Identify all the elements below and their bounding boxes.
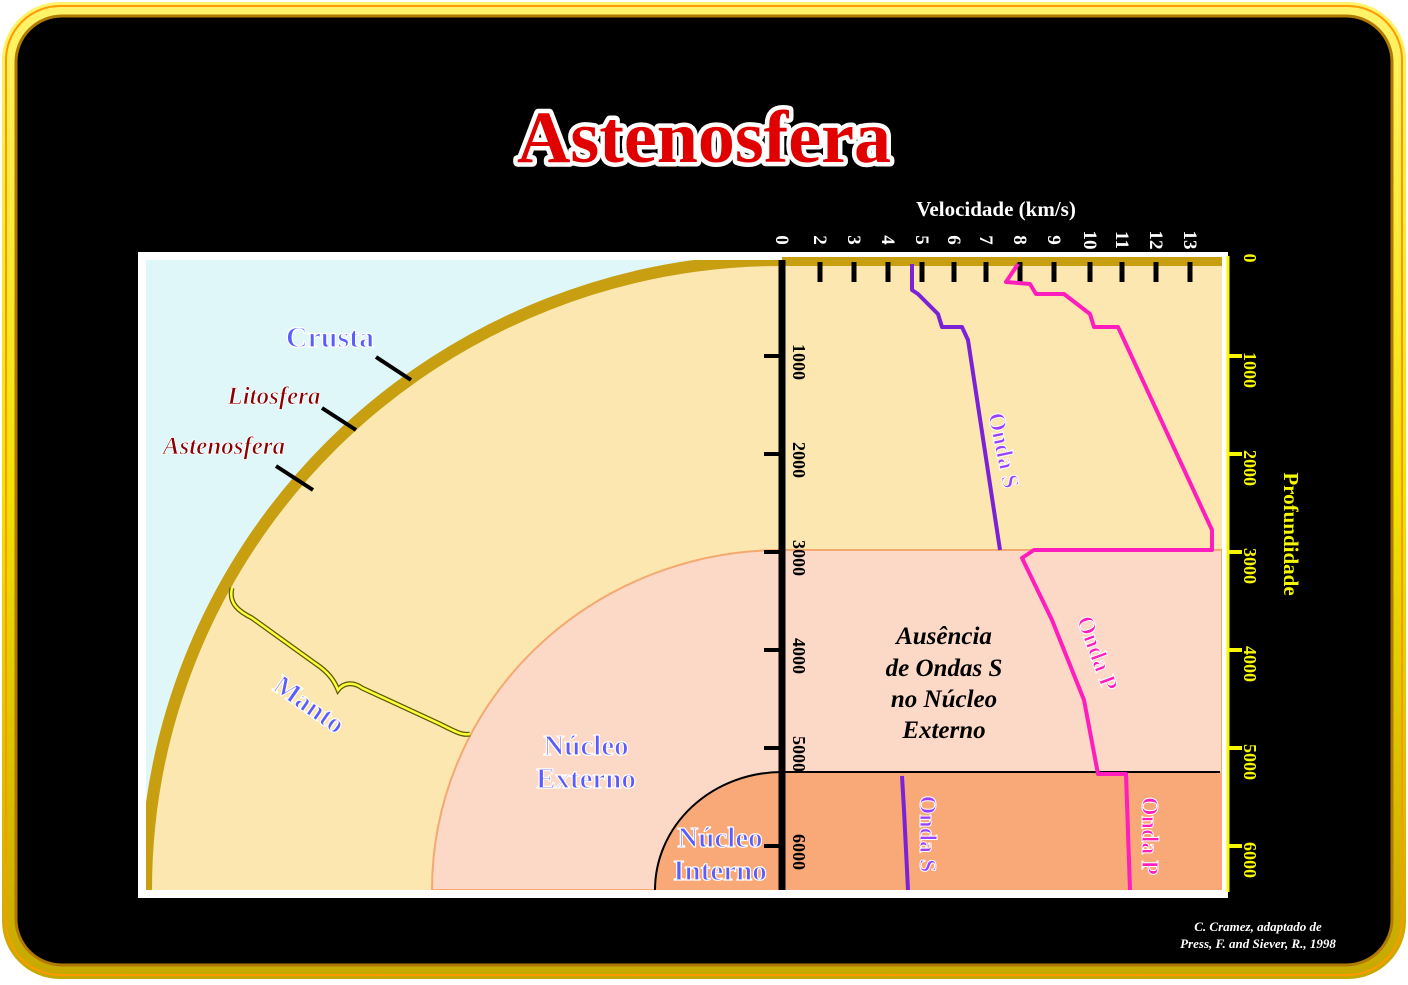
manto-brace	[229, 587, 471, 736]
center-tick-label-5: 6000	[789, 834, 809, 870]
velocity-tick-label-6: 7	[975, 235, 996, 245]
s-wave-inner-curve	[900, 775, 910, 891]
velocity-tick-label-1: 2	[809, 235, 830, 245]
p-wave-curve	[1004, 262, 1214, 891]
credit-line2: Press, F. and Siever, R., 1998	[1180, 936, 1336, 951]
crust-layer	[146, 260, 1222, 890]
velocity-tick-label-2: 3	[843, 235, 864, 245]
depth-tick-label-2: 2000	[1240, 450, 1260, 486]
astenosfera-label: Astenosfera	[161, 433, 285, 460]
inner-core-region	[655, 772, 1222, 890]
velocity-axis-label: Velocidade (km/s)	[916, 197, 1076, 221]
slide-title: Astenosfera	[517, 97, 891, 179]
center-tick-label-3: 4000	[789, 638, 809, 674]
s-wave-inner-label: Onda S	[914, 796, 940, 873]
velocity-tick-label-11: 12	[1145, 231, 1166, 250]
velocity-tick-label-5: 6	[943, 235, 964, 245]
velocity-ticks: 0 2 3 4 5 6 7 8 9 10 11 12 13	[771, 231, 1200, 282]
slide-title-outline: Astenosfera	[517, 97, 891, 179]
depth-tick-label-1: 1000	[1240, 352, 1260, 388]
nucleo-interno-label-line2: Interno	[673, 855, 766, 887]
center-tick-label-2: 3000	[789, 540, 809, 576]
credit-line1: C. Cramez, adaptado de	[1194, 919, 1322, 934]
depth-tick-label-3: 3000	[1240, 548, 1260, 584]
crusta-pointer	[374, 355, 413, 382]
right-depth-ticks: 0 1000 2000 3000 4000 5000 6000	[1228, 254, 1260, 878]
velocity-tick-label-0: 0	[771, 235, 792, 245]
litosfera-label: Litosfera	[226, 383, 320, 410]
velocity-tick-label-9: 10	[1079, 231, 1100, 250]
center-depth-ticks: 1000 2000 3000 4000 5000 6000	[764, 344, 809, 870]
depth-tick-label-5: 5000	[1240, 744, 1260, 780]
note-line1: Ausência	[894, 623, 992, 650]
astenosfera-pointer	[274, 464, 315, 492]
litosfera-pointer	[320, 406, 358, 432]
center-tick-label-0: 1000	[789, 344, 809, 380]
velocity-tick-label-7: 8	[1009, 235, 1030, 245]
center-tick-label-4: 5000	[789, 736, 809, 772]
velocity-tick-label-8: 9	[1043, 235, 1064, 245]
velocity-tick-label-3: 4	[877, 235, 898, 245]
depth-tick-label-6: 6000	[1240, 842, 1260, 878]
nucleo-externo-label-line1: Núcleo	[543, 730, 628, 762]
nucleo-interno-label-line1: Núcleo	[677, 822, 762, 854]
note-line2: de Ondas S	[886, 655, 1003, 682]
depth-axis-label: Profundidade	[1279, 472, 1303, 595]
velocity-tick-label-4: 5	[911, 235, 932, 245]
velocity-tick-label-10: 11	[1111, 231, 1132, 249]
velocity-tick-label-12: 13	[1179, 231, 1200, 250]
depth-tick-label-4: 4000	[1240, 646, 1260, 682]
center-tick-label-1: 2000	[789, 442, 809, 478]
note-line3: no Núcleo	[891, 686, 997, 713]
p-wave-inner-label: Onda P	[1136, 797, 1162, 875]
depth-tick-label-0: 0	[1240, 254, 1260, 263]
s-wave-mantle-curve	[910, 264, 1002, 551]
nucleo-externo-label-line2: Externo	[536, 763, 636, 795]
crusta-label: Crusta	[286, 321, 374, 354]
note-line4: Externo	[901, 717, 985, 744]
